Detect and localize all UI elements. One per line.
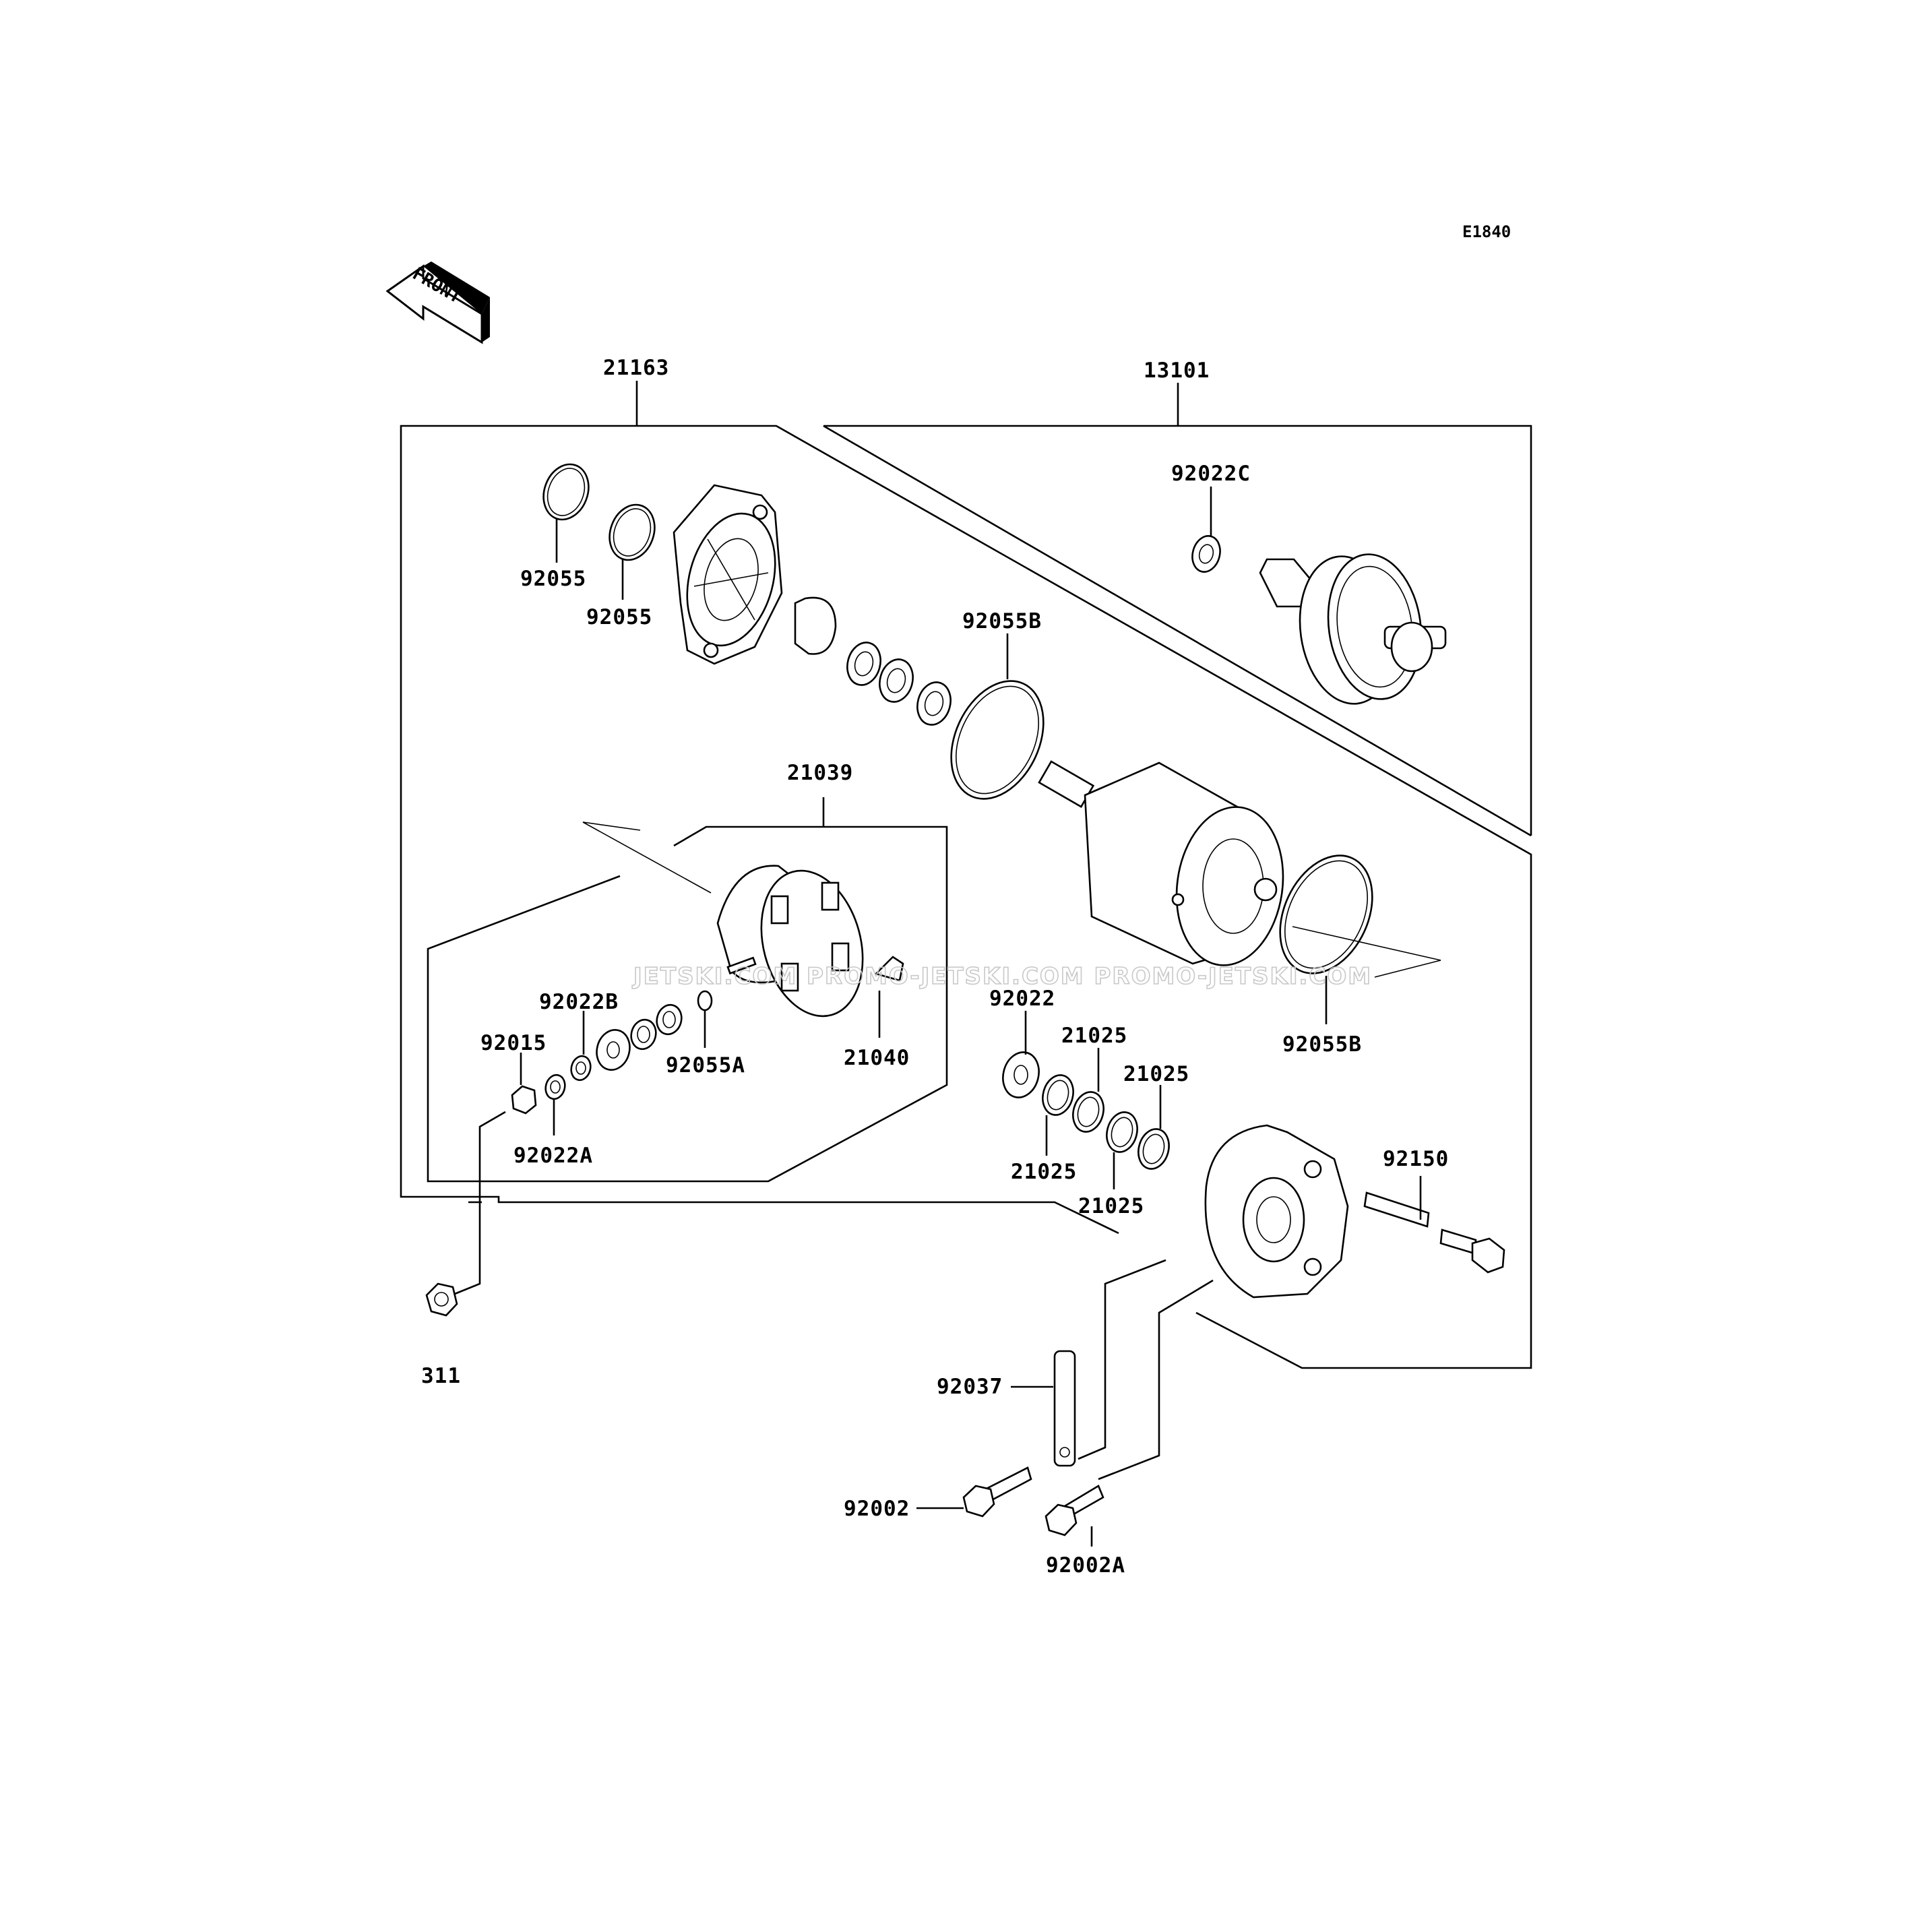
washer-92022A-inner xyxy=(550,1080,561,1094)
outline-21039-arrow xyxy=(582,821,712,894)
pinion-gear-part xyxy=(1259,553,1447,705)
lock-plate-part xyxy=(794,596,837,655)
washer-small-b-inner xyxy=(637,1026,650,1043)
label-13101: 13101 xyxy=(1144,359,1210,383)
label-92150: 92150 xyxy=(1383,1147,1449,1171)
label-92015: 92015 xyxy=(480,1031,547,1055)
label-92022C: 92022C xyxy=(1171,462,1251,486)
washer-21025-c-inner xyxy=(1111,1117,1133,1148)
washer-21025-d-inner xyxy=(1142,1133,1165,1164)
o-ring-92055-b xyxy=(609,503,656,561)
leader-92037-bolt xyxy=(1078,1259,1166,1460)
nut-311 xyxy=(425,1282,458,1317)
label-92055B-bottom: 92055B xyxy=(1282,1032,1362,1057)
diagram-code: E1840 xyxy=(1462,222,1511,241)
nut-92015 xyxy=(511,1085,537,1115)
o-ring-92055B-top xyxy=(950,680,1045,800)
o-ring-92055A xyxy=(697,990,713,1011)
insulator-washer-inner xyxy=(606,1041,620,1059)
washer-small-a-inner xyxy=(662,1011,676,1028)
washer-21025-d xyxy=(1138,1128,1170,1170)
washer-92022B xyxy=(570,1055,592,1082)
label-92002: 92002 xyxy=(844,1497,910,1521)
o-ring-92055B-top-inner xyxy=(956,685,1039,794)
o-ring-92055-a xyxy=(542,463,590,521)
washer-2-inner xyxy=(886,668,906,693)
label-92055-a: 92055 xyxy=(520,567,586,591)
washer-21025-a-inner xyxy=(1047,1080,1069,1111)
label-21025-b: 21025 xyxy=(1011,1160,1077,1184)
washer-21025-c xyxy=(1106,1111,1138,1153)
label-92002A: 92002A xyxy=(1046,1553,1125,1578)
washer-3 xyxy=(916,681,952,726)
label-92055A: 92055A xyxy=(666,1053,745,1078)
rear-cover-part xyxy=(1204,1124,1349,1299)
washer-92022C-inner xyxy=(1198,544,1214,564)
ground-plate-92037 xyxy=(1053,1350,1076,1467)
o-ring-92055-a-inner xyxy=(547,468,586,516)
label-92022B: 92022B xyxy=(539,990,619,1014)
label-92055-b: 92055 xyxy=(586,605,652,629)
outline-21039 xyxy=(427,825,948,1183)
front-arrow-icon: FRONT xyxy=(385,261,490,344)
label-21163: 21163 xyxy=(603,356,669,380)
bolt-92002A xyxy=(1045,1485,1104,1536)
front-cover-part xyxy=(673,484,783,665)
brush-terminal-21040 xyxy=(874,956,904,982)
bolt-92002 xyxy=(962,1466,1032,1518)
washer-21025-b-inner xyxy=(1077,1096,1100,1127)
o-ring-92055-b-inner xyxy=(613,508,652,557)
ground-plate-hole xyxy=(1059,1447,1070,1458)
outline-13101 xyxy=(823,425,1532,836)
label-21039: 21039 xyxy=(787,761,853,785)
washer-small-a xyxy=(656,1003,683,1036)
washer-92022B-inner xyxy=(575,1061,586,1075)
label-92037: 92037 xyxy=(937,1375,1003,1399)
spring-part xyxy=(726,956,757,975)
label-21025-a: 21025 xyxy=(1061,1024,1127,1048)
outline-21163 xyxy=(400,425,1532,1369)
insulator-washer xyxy=(596,1029,631,1071)
washer-92022C xyxy=(1191,535,1221,573)
washer-1 xyxy=(846,642,881,686)
o-ring-92055B-bottom-inner xyxy=(1284,860,1368,969)
label-92022: 92022 xyxy=(989,987,1055,1011)
label-311: 311 xyxy=(421,1364,461,1388)
yoke-arrow xyxy=(1292,926,1441,978)
yoke-armature-part xyxy=(1038,760,1284,966)
label-92022A: 92022A xyxy=(513,1144,593,1168)
nut-311-hole xyxy=(434,1292,449,1307)
label-21025-d: 21025 xyxy=(1078,1194,1144,1218)
through-bolt-92150 xyxy=(1363,1191,1505,1274)
label-21025-c: 21025 xyxy=(1123,1062,1189,1086)
leader-92002A-bolt xyxy=(1098,1279,1214,1481)
outline-13101-diag xyxy=(823,425,1532,837)
washer-small-b xyxy=(630,1018,657,1051)
label-92055B-top: 92055B xyxy=(962,609,1042,633)
leader-311 xyxy=(454,1111,506,1295)
watermark: JETSKI.COM PROMO-JETSKI.COM PROMO-JETSKI… xyxy=(632,963,1372,990)
washer-92022 xyxy=(1002,1051,1040,1098)
brush-holder-part xyxy=(716,865,864,1018)
washer-1-inner xyxy=(854,651,874,677)
o-ring-92055B-bottom xyxy=(1279,854,1373,974)
washer-21025-b xyxy=(1072,1091,1104,1133)
washer-92022-inner xyxy=(1014,1065,1028,1085)
washer-92022A xyxy=(544,1073,566,1100)
label-21040: 21040 xyxy=(844,1046,910,1070)
washer-2 xyxy=(879,658,914,703)
washer-3-inner xyxy=(924,691,944,716)
washer-21025-a xyxy=(1042,1074,1074,1116)
